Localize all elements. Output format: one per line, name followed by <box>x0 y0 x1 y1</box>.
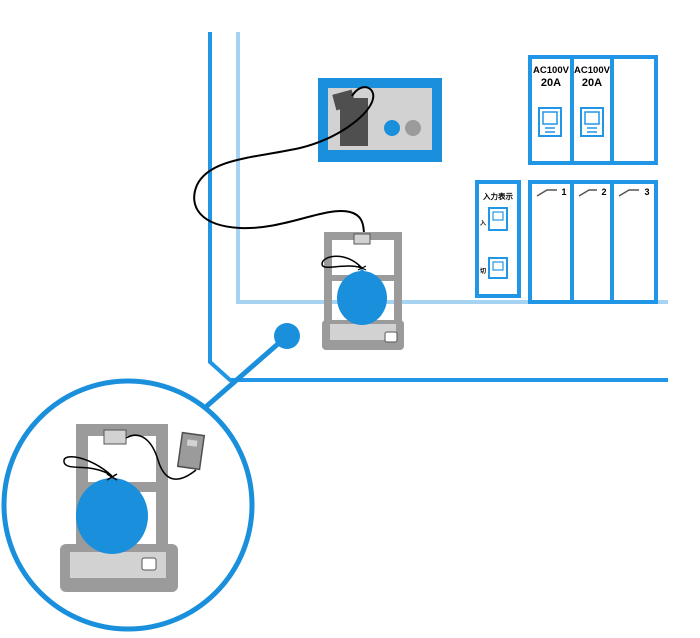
power-cord <box>193 86 375 237</box>
branch-3-switch-icon <box>618 189 639 197</box>
branch-2-switch-icon <box>578 189 597 197</box>
branch-breaker-3 <box>610 180 658 304</box>
breaker-2-current: 20A <box>582 77 602 89</box>
off-switch-window-icon <box>492 261 504 271</box>
branch-1-switch-icon <box>536 189 557 197</box>
branch-breakers: 1 2 3 <box>528 180 658 304</box>
breaker-1-current: 20A <box>541 77 561 89</box>
on-switch-window-icon <box>492 211 504 221</box>
branch-2-label: 2 <box>601 187 606 197</box>
large-balloon-icon <box>76 478 148 554</box>
breaker-frame <box>528 55 658 165</box>
indicator-gray-icon <box>405 120 421 136</box>
input-indicator-off-switch-icon <box>488 257 508 279</box>
indicator-blue-icon <box>384 120 400 136</box>
input-indicator-title: 入力表示 <box>482 191 513 201</box>
branch-breaker-1 <box>528 180 574 304</box>
breaker-1-voltage: AC100V <box>533 65 570 76</box>
panel-inner-outline <box>236 32 668 304</box>
input-indicator-off-mark: 切 <box>480 268 486 275</box>
large-plug-icon <box>176 431 206 471</box>
switch-box-icon <box>318 78 442 162</box>
distribution-panel <box>208 32 668 382</box>
plug-head <box>332 89 356 111</box>
small-balloon-icon <box>337 271 387 325</box>
main-breakers: AC100V 20A AC100V 20A <box>528 55 658 165</box>
input-indicator-frame <box>475 180 521 298</box>
input-indicator-on-switch-icon <box>488 207 508 231</box>
input-indicator-panel: 入力表示 入 切 <box>475 180 521 298</box>
breaker-1-toggle-icon <box>538 107 562 137</box>
panel-outer-outline <box>208 32 668 382</box>
branch-1-label: 1 <box>561 187 566 197</box>
callout-connector-line <box>198 334 289 414</box>
breaker-2-toggle-icon <box>580 107 604 137</box>
float-device-large-icon <box>60 424 206 592</box>
float-device-small-icon <box>321 232 404 350</box>
branch-breaker-2 <box>570 180 614 304</box>
input-indicator-on-mark: 入 <box>479 220 486 227</box>
breaker-2-voltage: AC100V <box>574 65 611 76</box>
branch-3-label: 3 <box>644 187 649 197</box>
